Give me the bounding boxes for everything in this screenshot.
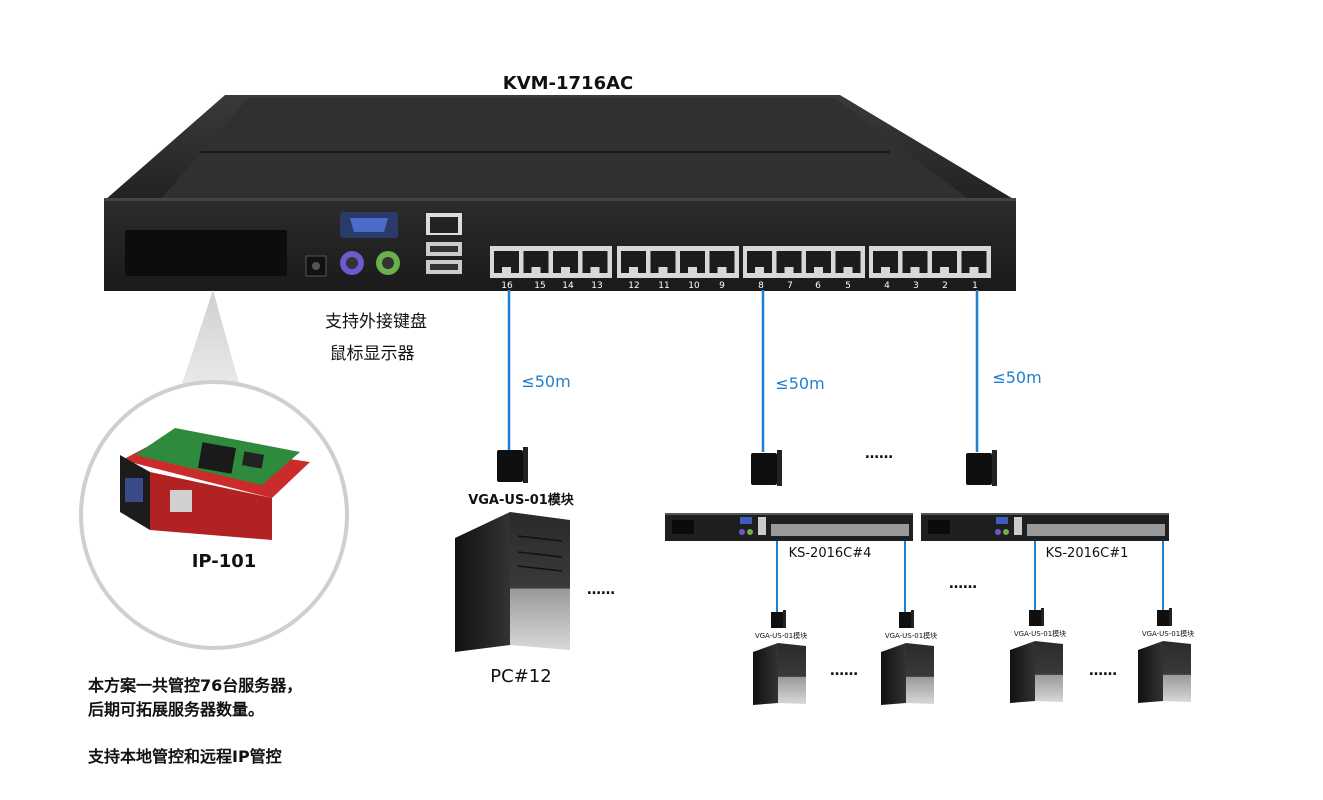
rj45-port: [873, 251, 898, 273]
pc-tower-icon: [1010, 641, 1063, 703]
port-number-label: 9: [719, 281, 725, 291]
cascade-4-module-label-a: VGA-US-01模块: [755, 631, 807, 640]
pc-tower-icon: [881, 643, 934, 705]
rj45-port-latch: [881, 267, 890, 273]
port-number-label: 8: [758, 281, 764, 291]
cascade-1-module-label-a: VGA-US-01模块: [1014, 629, 1066, 638]
rj45-port: [494, 251, 519, 273]
rj45-port: [621, 251, 646, 273]
cascade-ellipsis: ……: [949, 576, 977, 592]
port-number-label: 4: [884, 281, 890, 291]
port-number-label: 14: [562, 281, 574, 291]
vga-dongle-icon: [899, 610, 914, 628]
pc-ellipsis: ……: [587, 582, 615, 598]
cascade-unit-4: [665, 513, 913, 541]
cascade-unit-1: [921, 513, 1169, 541]
port-number-label: 2: [942, 281, 948, 291]
rj45-port: [582, 251, 608, 273]
ip-module-board: [120, 428, 310, 540]
vga-dongle-icon: [771, 610, 786, 628]
port-number-label: 13: [591, 281, 602, 291]
port-number-row: 16 15 14 13 12 11 10 9 8 7 6 5 4 3 2 1: [501, 281, 978, 291]
local-console-label-line2: 鼠标显示器: [330, 344, 415, 364]
vga-dongle-icon: [1029, 608, 1044, 626]
port-number-label: 6: [815, 281, 821, 291]
cascade-1-pc-ellipsis: ……: [1089, 663, 1117, 679]
ip-module-label: IP-101: [192, 551, 257, 572]
rj45-port: [961, 251, 987, 273]
rj45-port: [835, 251, 861, 273]
cascade-4-module-label-b: VGA-US-01模块: [885, 631, 937, 640]
note-line-3: 支持本地管控和远程IP管控: [87, 747, 282, 766]
cable-links: [507, 290, 979, 452]
rj45-port: [806, 251, 831, 273]
pc-tower-icon: [753, 643, 806, 705]
port-number-label: 3: [913, 281, 919, 291]
port-number-label: 11: [658, 281, 669, 291]
rj45-port-latch: [717, 267, 727, 273]
rj45-port-latch: [814, 267, 823, 273]
pc-label: PC#12: [490, 666, 551, 687]
rj45-port: [553, 251, 578, 273]
port-number-label: 12: [628, 281, 639, 291]
rj45-port-row: [490, 246, 991, 278]
rj45-port: [932, 251, 957, 273]
port-number-label: 16: [501, 281, 513, 291]
port-number-label: 5: [845, 281, 851, 291]
pc-tower-icon: [1138, 641, 1191, 703]
cascade-1-module-label-b: VGA-US-01模块: [1142, 629, 1194, 638]
cascade-unit-1-label: KS-2016C#1: [1046, 546, 1129, 561]
rj45-port-latch: [940, 267, 949, 273]
rj45-port: [747, 251, 772, 273]
rj45-port: [709, 251, 735, 273]
rj45-port-latch: [531, 267, 541, 273]
note-line-1: 本方案一共管控76台服务器，: [88, 676, 302, 695]
ip-module-callout: IP-101: [79, 290, 349, 650]
pc-module-label: VGA-US-01模块: [468, 492, 575, 508]
rj45-port-latch: [688, 267, 697, 273]
rj45-port: [776, 251, 802, 273]
pc-tower-icon: [455, 512, 570, 652]
port-number-label: 1: [972, 281, 978, 291]
local-console-label-line1: 支持外接键盘: [325, 312, 427, 332]
cascade-4-pc-ellipsis: ……: [830, 663, 858, 679]
vga-dongle-icon: [497, 447, 528, 483]
rj45-port-latch: [784, 267, 794, 273]
port-number-label: 15: [534, 281, 545, 291]
port-number-label: 10: [688, 281, 700, 291]
note-line-2: 后期可拓展服务器数量。: [88, 700, 264, 719]
rj45-port-latch: [629, 267, 638, 273]
middle-ellipsis: ……: [865, 446, 893, 462]
distance-label-3: ≤50m: [992, 368, 1041, 387]
distance-label-1: ≤50m: [521, 372, 570, 391]
rj45-port-latch: [843, 267, 853, 273]
port-number-label: 7: [787, 281, 793, 291]
rj45-port: [902, 251, 928, 273]
rj45-port: [523, 251, 549, 273]
rj45-port-latch: [561, 267, 570, 273]
vga-dongle-icon: [966, 450, 997, 486]
rj45-port-latch: [755, 267, 764, 273]
vga-dongle-icon: [1157, 608, 1172, 626]
rj45-port: [650, 251, 676, 273]
rj45-port-latch: [969, 267, 979, 273]
rj45-port-latch: [658, 267, 668, 273]
cascade-unit-4-label: KS-2016C#4: [789, 546, 872, 561]
rj45-port-latch: [910, 267, 920, 273]
rj45-port: [680, 251, 705, 273]
rj45-port-latch: [502, 267, 511, 273]
rj45-port-latch: [590, 267, 600, 273]
cascade-cables: [776, 541, 1164, 612]
vga-dongle-icon: [751, 450, 782, 486]
main-unit-title: KVM-1716AC: [503, 73, 634, 94]
distance-label-2: ≤50m: [775, 374, 824, 393]
